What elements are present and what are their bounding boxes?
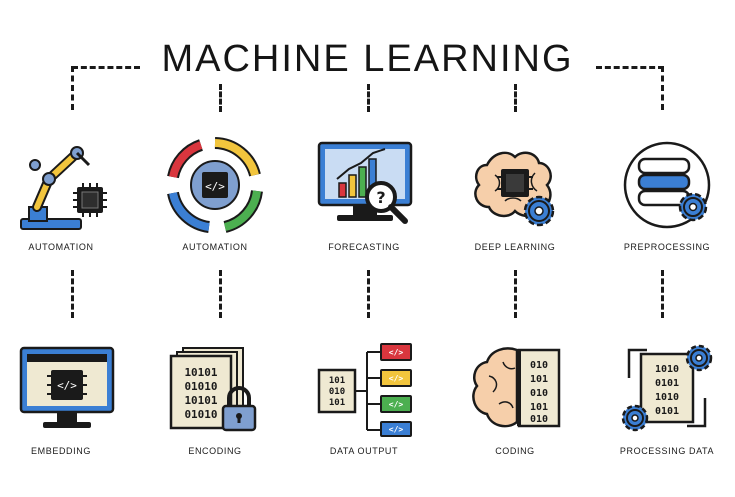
connector-col4-top <box>514 84 517 112</box>
connector-col4-mid <box>514 270 517 318</box>
binary-documents-lock-icon: 10101 01010 10101 01010 <box>160 333 270 443</box>
svg-text:101: 101 <box>530 402 548 413</box>
svg-text:010: 010 <box>530 414 548 425</box>
label-deep-learning: DEEP LEARNING <box>474 242 556 252</box>
monitor-chip-code-icon: </> <box>12 333 122 443</box>
svg-text:</>: </> <box>389 400 404 409</box>
svg-text:010: 010 <box>530 388 548 399</box>
svg-text:01010: 01010 <box>184 380 217 393</box>
svg-text:0101: 0101 <box>655 406 679 417</box>
chip-cycle-arrows-icon: </> <box>160 130 270 240</box>
title-connector-left <box>72 66 140 69</box>
svg-text:010: 010 <box>329 387 345 397</box>
label-embedding: EMBEDDING <box>31 446 91 456</box>
connector-col2-top <box>219 84 222 112</box>
svg-text:?: ? <box>376 188 385 207</box>
connector-col5-mid <box>661 270 664 318</box>
svg-text:010: 010 <box>530 360 548 371</box>
connector-col3-top <box>367 84 370 112</box>
svg-text:</>: </> <box>389 348 404 357</box>
label-encoding: ENCODING <box>188 446 242 456</box>
svg-text:0101: 0101 <box>655 378 679 389</box>
title-connector-right-drop <box>661 66 664 110</box>
connector-col3-mid <box>367 270 370 318</box>
robot-arm-chip-icon <box>12 130 122 240</box>
svg-text:10101: 10101 <box>184 366 217 379</box>
binary-gears-cycle-icon: 1010 0101 1010 0101 <box>612 333 722 443</box>
label-processing-data: PROCESSING DATA <box>619 446 715 456</box>
brain-chip-gear-icon <box>460 130 570 240</box>
svg-text:</>: </> <box>57 379 77 392</box>
label-automation-2: AUTOMATION <box>182 242 248 252</box>
title-connector-left-drop <box>71 66 74 110</box>
monitor-chart-question-icon: ? <box>310 130 420 240</box>
svg-text:</>: </> <box>389 425 404 434</box>
connector-col1-mid <box>71 270 74 318</box>
title-connector-right <box>596 66 664 69</box>
svg-text:</>: </> <box>205 180 225 193</box>
connector-col2-mid <box>219 270 222 318</box>
svg-text:1010: 1010 <box>655 392 679 403</box>
svg-text:</>: </> <box>389 374 404 383</box>
label-preprocessing: PREPROCESSING <box>623 242 711 252</box>
label-automation-1: AUTOMATION <box>28 242 94 252</box>
label-coding: CODING <box>495 446 535 456</box>
database-gear-icon <box>612 130 722 240</box>
binary-branches-code-icon: 101 010 101 </> </> </> </> <box>310 333 420 443</box>
svg-text:101: 101 <box>329 376 345 386</box>
label-data-output: DATA OUTPUT <box>329 446 399 456</box>
svg-text:10101: 10101 <box>184 394 217 407</box>
svg-text:1010: 1010 <box>655 364 679 375</box>
svg-text:101: 101 <box>329 398 345 408</box>
svg-text:101: 101 <box>530 374 548 385</box>
svg-text:01010: 01010 <box>184 408 217 421</box>
page-title: MACHINE LEARNING <box>161 38 574 80</box>
label-forecasting: FORECASTING <box>328 242 400 252</box>
